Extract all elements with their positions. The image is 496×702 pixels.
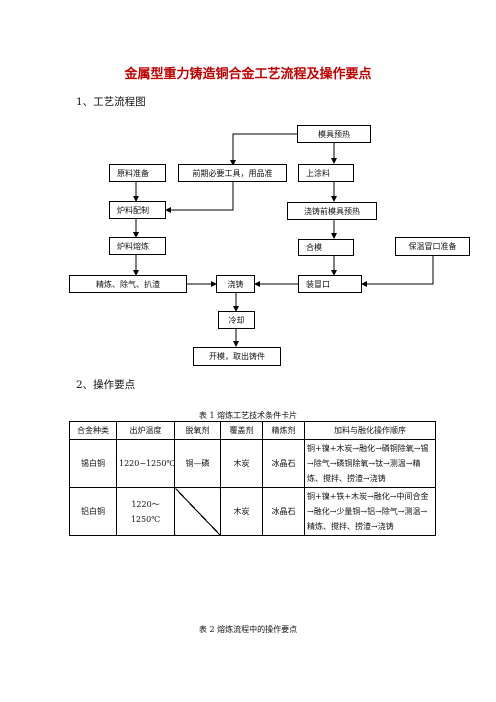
flow-node-open-mold: 开模，取出铸件 bbox=[193, 347, 281, 366]
process-conditions-table: 合金种类 出炉温度 脱氧剂 覆盖剂 精炼剂 加料与融化操作顺序 锡白铜 1220… bbox=[69, 421, 436, 536]
table-cell: 冰晶石 bbox=[262, 487, 305, 536]
flow-node-charge-melt: 炉料熔炼 bbox=[109, 237, 166, 255]
table-cell: 铜+镍+木炭→融化→磷铜除氧→锡→除气→磷铜除氧→钛→测温→精炼、搅拌、捞渣→浇… bbox=[304, 439, 436, 488]
table-row: 锡白铜 1220~1250℃ 铜—磷 木炭 冰晶石 铜+镍+木炭→融化→磷铜除氧… bbox=[69, 439, 436, 488]
table-cell: 锡白铜 bbox=[69, 439, 117, 488]
table-cell: 冰晶石 bbox=[262, 439, 305, 488]
flow-node-charge-mix: 炉料配制 bbox=[109, 201, 166, 219]
flow-node-coating: 上涂料 bbox=[298, 164, 354, 182]
flow-node-pour: 浇铸 bbox=[216, 275, 255, 293]
table-cell: 木炭 bbox=[220, 439, 263, 488]
flow-node-install-riser: 装冒口 bbox=[298, 275, 362, 293]
arrow-riser-to-install bbox=[361, 256, 434, 287]
flow-node-cool: 冷却 bbox=[218, 311, 255, 329]
flow-node-raw-prep: 原料准备 bbox=[109, 164, 166, 182]
section-heading-flowchart: 1、工艺流程图 bbox=[76, 96, 146, 108]
flow-node-preheat-mold: 模具预热 bbox=[297, 125, 371, 143]
table-header-cell: 脱氧剂 bbox=[174, 421, 221, 440]
flow-node-close-mold: 合模 bbox=[298, 239, 354, 256]
flow-node-tools-prep: 前期必要工具，用品准 bbox=[178, 164, 287, 182]
table-cell: 铜—磷 bbox=[174, 439, 221, 488]
table-cell: 铝白铜 bbox=[69, 487, 117, 536]
table-cell: 1220~1250℃ bbox=[116, 439, 175, 488]
document-title: 金属型重力铸造铜合金工艺流程及操作要点 bbox=[124, 67, 372, 82]
table-cell-empty-diagonal bbox=[174, 487, 221, 536]
table-header-cell: 覆盖剂 bbox=[220, 421, 263, 440]
table-header-cell: 精炼剂 bbox=[262, 421, 305, 440]
flow-node-refine: 精炼、除气、扒渣 bbox=[69, 275, 187, 293]
table-header-cell: 合金种类 bbox=[69, 421, 117, 440]
table-header-cell: 加料与融化操作顺序 bbox=[304, 421, 436, 440]
arrow-tools-to-charge bbox=[165, 182, 234, 213]
table2-caption: 表 2 熔炼流程中的操作要点 bbox=[198, 625, 298, 634]
table-row: 铝白铜 1220～1250℃ 木炭 冰晶石 铜+镍+铁+木炭→融化→中间合金→融… bbox=[69, 487, 436, 536]
table1-caption: 表 1 熔炼工艺技术条件卡片 bbox=[198, 411, 298, 420]
arrow-preheat-to-tools bbox=[230, 133, 297, 166]
table-header-cell: 出炉温度 bbox=[116, 421, 175, 440]
section-heading-key-points: 2、操作要点 bbox=[76, 379, 136, 391]
flow-node-riser-prep: 保温冒口准备 bbox=[395, 237, 470, 256]
table-header-row: 合金种类 出炉温度 脱氧剂 覆盖剂 精炼剂 加料与融化操作顺序 bbox=[69, 421, 436, 440]
table-cell: 木炭 bbox=[220, 487, 263, 536]
table-cell: 1220～1250℃ bbox=[116, 487, 175, 536]
table-cell: 铜+镍+铁+木炭→融化→中间合金→融化→少量铜→铝→除气→测温→精炼、搅拌、捞渣… bbox=[304, 487, 436, 536]
flow-node-precast-preheat: 浇铸前模具预热 bbox=[287, 202, 377, 220]
